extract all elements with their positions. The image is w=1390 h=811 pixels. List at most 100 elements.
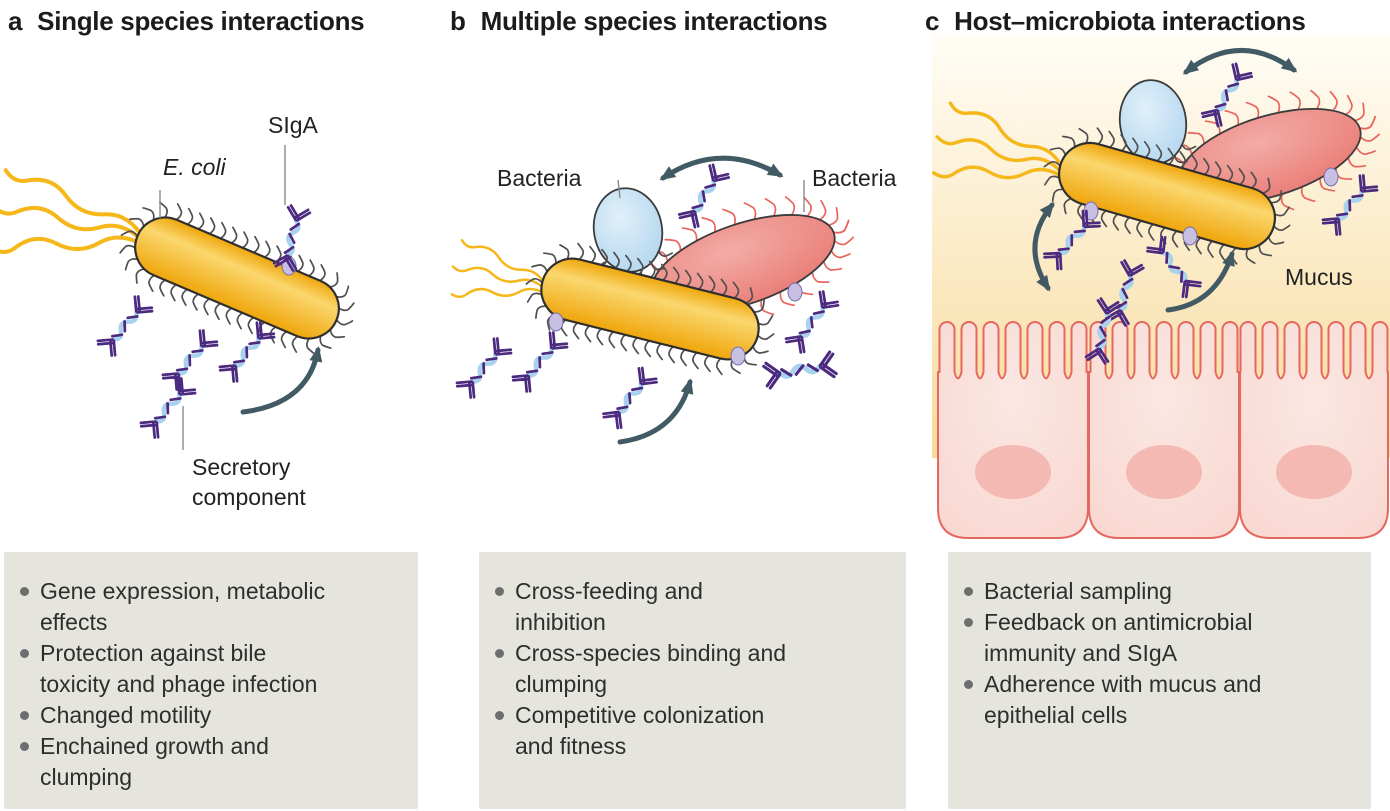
decorative-hair <box>1356 147 1376 156</box>
siga-free <box>602 367 658 430</box>
decorative-hair <box>1164 182 1181 197</box>
decorative-hair <box>720 278 728 296</box>
decorative-hair <box>1245 101 1260 118</box>
bullet-item: Cross-feeding and inhibition <box>495 576 898 638</box>
receptor-blob <box>1182 226 1198 246</box>
decorative-hair <box>715 358 723 376</box>
decorative-hair <box>1202 201 1211 222</box>
label-secretory-component: Secretory component <box>192 454 306 510</box>
decorative-hair <box>666 310 674 331</box>
decorative-hair <box>1108 130 1115 148</box>
decorative-hair <box>546 314 555 331</box>
decorative-hair <box>135 268 144 284</box>
decorative-hair <box>1245 249 1256 265</box>
decorative-hair <box>1112 214 1120 231</box>
decorative-hair <box>253 235 260 253</box>
adherence-arrow <box>1165 250 1235 313</box>
decorative-hair <box>535 305 546 320</box>
decorative-hair <box>1289 91 1301 110</box>
decorative-hair <box>1359 115 1376 130</box>
decorative-hair <box>1159 227 1167 245</box>
siga-attached <box>763 351 837 388</box>
decorative-hair <box>572 322 580 340</box>
decorative-hair <box>1319 178 1336 192</box>
decorative-hair <box>1051 188 1063 203</box>
epithelial-cells <box>937 321 1389 539</box>
label-bacteria-left: Bacteria <box>497 165 582 191</box>
panel-b-summary-box: Cross-feeding and inhibition Cross-speci… <box>479 552 906 809</box>
decorative-hair <box>338 302 355 312</box>
decorative-hair <box>779 292 795 307</box>
label-bacteria-right: Bacteria <box>812 165 897 191</box>
decorative-hair <box>1226 164 1234 182</box>
clumping-arrow <box>617 378 694 445</box>
decorative-hair <box>1183 234 1191 252</box>
decorative-hair <box>159 279 165 297</box>
decorative-hair <box>1300 187 1316 203</box>
decorative-hair <box>192 293 199 311</box>
label-siga: SIgA <box>268 112 318 138</box>
decorative-hair <box>632 337 640 355</box>
decorative-hair <box>722 208 736 225</box>
panel-a-bullet-list: Gene expression, metabolic effects Prote… <box>4 552 418 793</box>
decorative-hair <box>638 263 659 272</box>
blue-bacterium <box>1118 79 1197 178</box>
decorative-hair <box>596 328 604 346</box>
decorative-hair <box>1359 115 1376 130</box>
bullet-item: Adherence with mucus and epithelial cell… <box>964 669 1363 731</box>
siga-free <box>218 321 275 383</box>
decorative-hair <box>560 319 568 337</box>
panel-c-summary-box: Bacterial sampling Feedback on antimicro… <box>948 552 1371 809</box>
decorative-hair <box>247 317 254 335</box>
decorative-hair <box>120 230 138 237</box>
siga-attached <box>785 290 840 354</box>
decorative-hair <box>214 303 221 321</box>
decorative-hair <box>811 272 830 284</box>
bullet-item: Enchained growth and clumping <box>20 731 410 793</box>
decorative-hair <box>1100 210 1108 228</box>
decorative-hair <box>309 259 315 277</box>
decorative-hair <box>1329 90 1338 111</box>
decorative-hair <box>1124 152 1132 166</box>
receptor-blob <box>1323 167 1339 187</box>
decorative-hair <box>589 245 596 263</box>
decorative-hair <box>1163 162 1175 174</box>
siga-free <box>455 337 512 399</box>
decorative-hair <box>297 254 304 272</box>
decorative-hair <box>633 288 652 301</box>
decorative-hair <box>1207 241 1214 258</box>
decorative-hair <box>1077 203 1084 221</box>
bullet-item: Protection against bile toxicity and pha… <box>20 638 410 700</box>
decorative-hair <box>644 340 652 358</box>
decorative-hair <box>608 331 616 349</box>
decorative-hair <box>258 322 265 339</box>
flagella <box>0 163 150 261</box>
decorative-hair <box>684 269 692 287</box>
decorative-hair <box>220 221 227 239</box>
siga-free <box>1086 298 1121 364</box>
decorative-hair <box>577 242 585 260</box>
decorative-hair <box>599 260 608 275</box>
bullet-item: Gene expression, metabolic effects <box>20 576 410 638</box>
decorative-hair <box>336 285 350 298</box>
decorative-hair <box>306 338 315 355</box>
siga-attached <box>1321 174 1378 236</box>
bullet-item: Bacterial sampling <box>964 576 1363 607</box>
decorative-hair <box>656 343 664 361</box>
decorative-hair <box>1043 160 1061 168</box>
decorative-hair <box>758 315 774 326</box>
siga-attached <box>274 205 311 271</box>
decorative-hair <box>1088 321 1240 539</box>
decorative-hair <box>1132 137 1139 155</box>
decorative-hair <box>280 331 287 349</box>
decorative-hair <box>124 258 138 271</box>
siga-attached <box>511 331 568 393</box>
decorative-hair <box>752 346 769 354</box>
siga-free <box>139 377 196 439</box>
decorative-hair <box>1238 168 1246 185</box>
panel-c-foreground <box>931 48 1390 364</box>
decorative-hair <box>1355 102 1365 122</box>
panel-b-title: b Multiple species interactions <box>450 6 828 36</box>
decorative-hair <box>209 217 216 234</box>
decorative-hair <box>1203 157 1210 175</box>
